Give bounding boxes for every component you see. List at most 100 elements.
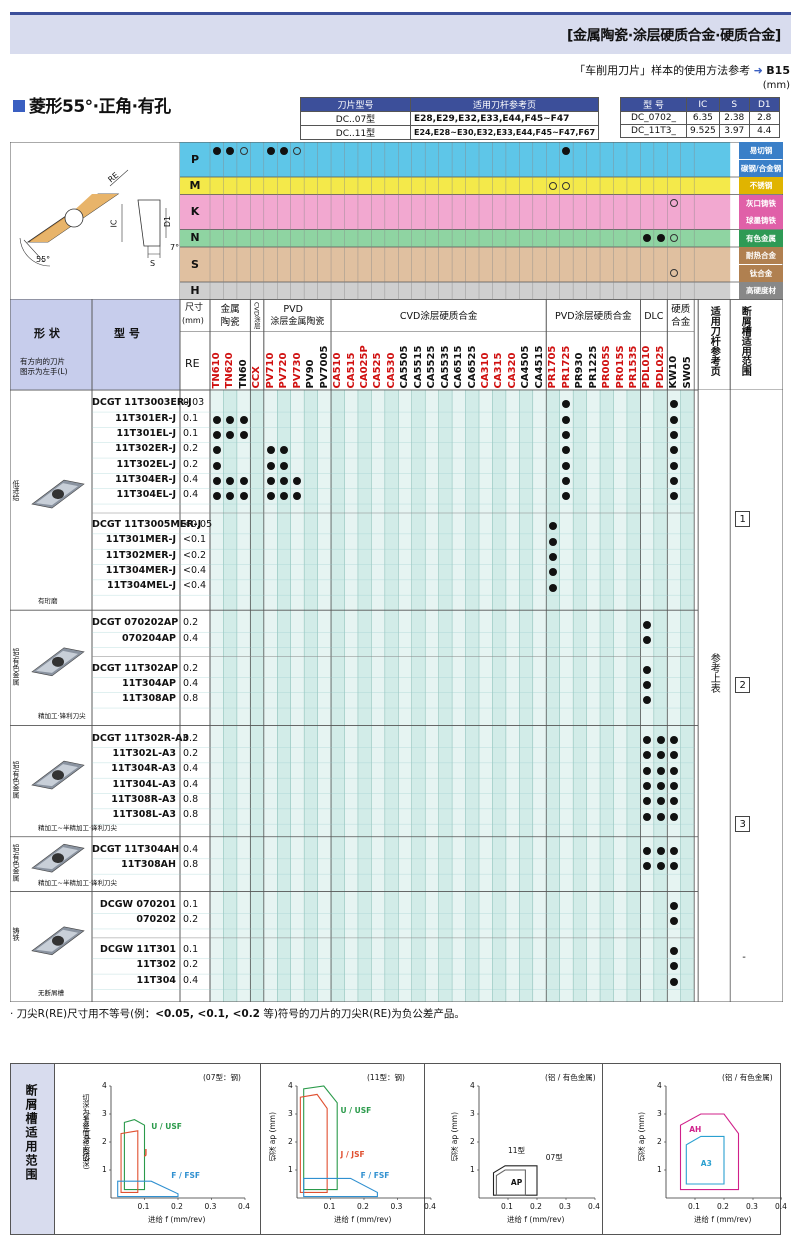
region-j (120, 1130, 139, 1193)
re-value: 0.4 (183, 632, 199, 644)
series-label: J (144, 1147, 148, 1157)
chip-section-title: 断屑槽适用范围 (24, 1084, 38, 1182)
insert-shape-hole (52, 770, 64, 781)
grade-column-bg (465, 390, 479, 1002)
availability-dot (212, 431, 221, 440)
availability-dot (670, 847, 679, 856)
insert-shape-hole (52, 656, 64, 667)
model-number: DCGT 11T302AP (92, 662, 179, 674)
grade-PV720: PV720 (278, 352, 290, 388)
dim-cell: 4.4 (748, 124, 780, 138)
first-choice-mark (562, 146, 571, 155)
re-value: <0.1 (183, 534, 207, 546)
re-value: 0.1 (183, 898, 199, 910)
re-value: 0.2 (183, 914, 199, 926)
availability-dot (643, 797, 652, 806)
suitable-mark (670, 269, 679, 278)
availability-dot (562, 431, 571, 440)
unit-note: (mm) (762, 80, 790, 91)
holder-pages: E28,E29,E32,E33,E44,F45~F47 (409, 111, 600, 126)
grade-column-bg (263, 390, 278, 1002)
model-number: 11T304L-A3 (112, 778, 177, 790)
grade-CA5525: CA5525 (426, 345, 438, 388)
grade-SW05: SW05 (681, 355, 693, 388)
availability-dot (656, 781, 665, 790)
availability-dot (656, 797, 665, 806)
grade-column-bg (626, 390, 641, 1002)
region-u-usf (303, 1085, 338, 1191)
availability-dot (643, 620, 652, 629)
grade-column-bg (438, 390, 453, 1002)
model-number: 11T308AH (121, 859, 176, 871)
series-label: J / JSF (340, 1150, 365, 1160)
th: 型 号 (620, 97, 687, 112)
insert-shape-hole (52, 489, 64, 500)
re-value: 0.03 (183, 397, 205, 409)
grade-PR015S: PR015S (614, 344, 626, 388)
cvd-header: CVD涂层硬质合金 (399, 310, 478, 322)
availability-dot (670, 446, 679, 455)
grade-PDL025: PDL025 (654, 345, 666, 388)
availability-dot (266, 492, 275, 501)
chipbreaker-ref-1: 1 (735, 510, 751, 527)
availability-dot (670, 781, 679, 790)
reference-page-link[interactable]: B15 (766, 64, 790, 77)
grade-column-bg (304, 390, 318, 1002)
x-axis-label: 进给 f (mm/rev) (507, 1215, 565, 1224)
y-axis-label: 切深 ap (mm) (268, 1112, 277, 1162)
availability-dot (670, 901, 679, 910)
chip-panel-subtitle: (铝 / 有色金属) (545, 1073, 596, 1082)
availability-dot (266, 477, 275, 486)
chip-section-title-cell (11, 1064, 55, 1234)
s-label: S (150, 259, 156, 268)
re-value: 0.2 (183, 748, 199, 760)
shape-note-label: 精加工~半精加工·锋利刀尖 (38, 823, 118, 832)
availability-dot (643, 751, 652, 760)
re-value: 0.4 (183, 473, 199, 485)
model-number: 11T308R-A3 (111, 794, 176, 806)
availability-dot (670, 797, 679, 806)
availability-dot (239, 492, 248, 501)
th-model: 刀片型号 (300, 97, 411, 112)
availability-dot (226, 415, 235, 424)
availability-dot (212, 477, 221, 486)
model-header-bg (92, 299, 180, 390)
region-ap-11 (492, 1165, 538, 1196)
series-label: 07型 (545, 1152, 563, 1162)
availability-dot (293, 492, 302, 501)
model-number: DCGT 11T304AH (92, 843, 180, 855)
model-number: 11T301EL-J (116, 427, 176, 439)
chip-panel-subtitle: (07型：钢) (203, 1073, 241, 1082)
availability-dot (643, 862, 652, 871)
availability-dot (548, 552, 557, 561)
grade-column-bg (398, 390, 412, 1002)
insert-diagram (19, 169, 167, 267)
grade-CA5505: CA5505 (399, 345, 411, 388)
availability-dot (548, 583, 557, 592)
availability-dot (266, 446, 275, 455)
availability-dot (279, 461, 288, 470)
series-label: A3 (700, 1158, 712, 1168)
grade-CCX: CCX (251, 365, 263, 388)
cb-col-bg (730, 390, 783, 1002)
grade-PR930: PR930 (574, 352, 586, 388)
material-desc: 有色金属 (739, 229, 783, 247)
y-tick-label: 4 (470, 1081, 475, 1090)
model-number: 11T308L-A3 (112, 809, 177, 821)
availability-dot (670, 977, 679, 986)
material-letter-N: N (190, 231, 200, 245)
model-number: DCGT 11T3003ER-J (92, 397, 192, 409)
page-title: [金属陶瓷·涂层硬质合金·硬质合金] (566, 28, 781, 44)
x-tick-label: 0.1 (323, 1202, 336, 1211)
model-number: 11T301ER-J (115, 412, 176, 424)
shape-note-label: 有珩磨 (38, 597, 58, 606)
model-number: 11T304ER-J (115, 473, 176, 485)
th-pages: 适用刀杆参考页 (409, 97, 600, 112)
x-tick-label: 0.1 (501, 1202, 513, 1211)
x-tick-label: 0.1 (688, 1202, 700, 1211)
dim-cell: 2.38 (718, 111, 750, 125)
y-tick-label: 1 (102, 1165, 107, 1174)
insert-shape-icon (31, 843, 85, 873)
